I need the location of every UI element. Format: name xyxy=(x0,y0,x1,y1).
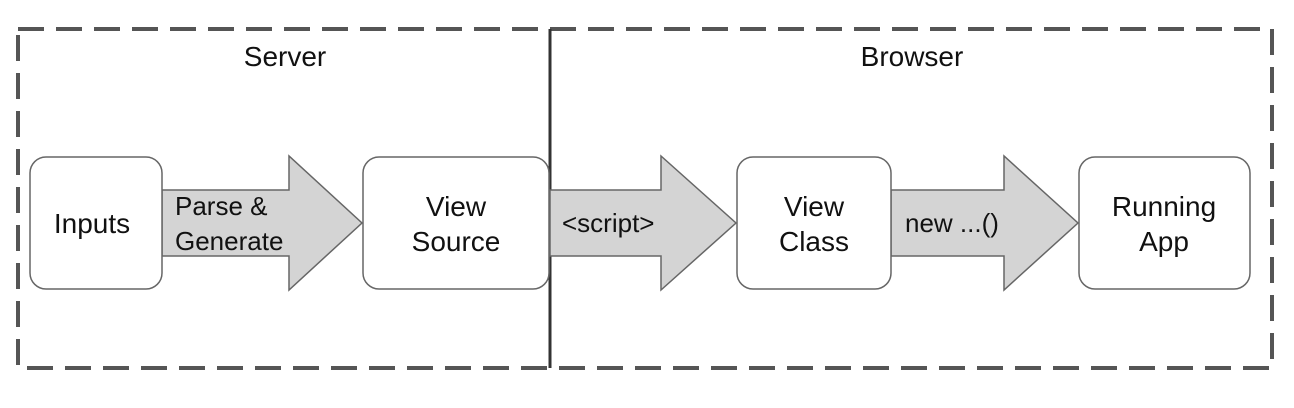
view-class-node-label-line-1: View xyxy=(784,191,845,222)
parse-generate-arrow-label-line-1: Parse & xyxy=(175,191,268,221)
parse-generate-arrow xyxy=(161,154,364,292)
parse-generate-arrow-label-line-2: Generate xyxy=(175,226,283,256)
outer-dashed-frame xyxy=(16,27,1274,370)
view-source-node-label-line-1: View xyxy=(426,191,487,222)
inputs-node xyxy=(29,156,163,290)
inputs-node-label: Inputs xyxy=(54,208,130,239)
script-arrow-label: <script> xyxy=(562,208,655,238)
browser-zone-title: Browser xyxy=(861,41,964,72)
new-call-arrow-label: new ...() xyxy=(905,208,999,238)
view-source-node xyxy=(362,156,550,290)
view-class-node xyxy=(736,156,892,290)
server-zone-title: Server xyxy=(244,41,326,72)
running-app-node xyxy=(1078,156,1251,290)
running-app-node-label-line-2: App xyxy=(1139,226,1189,257)
running-app-node-label-line-1: Running xyxy=(1112,191,1216,222)
script-arrow xyxy=(549,154,738,292)
new-call-arrow xyxy=(890,154,1080,292)
view-source-node-label-line-2: Source xyxy=(412,226,501,257)
view-class-node-label-line-2: Class xyxy=(779,226,849,257)
